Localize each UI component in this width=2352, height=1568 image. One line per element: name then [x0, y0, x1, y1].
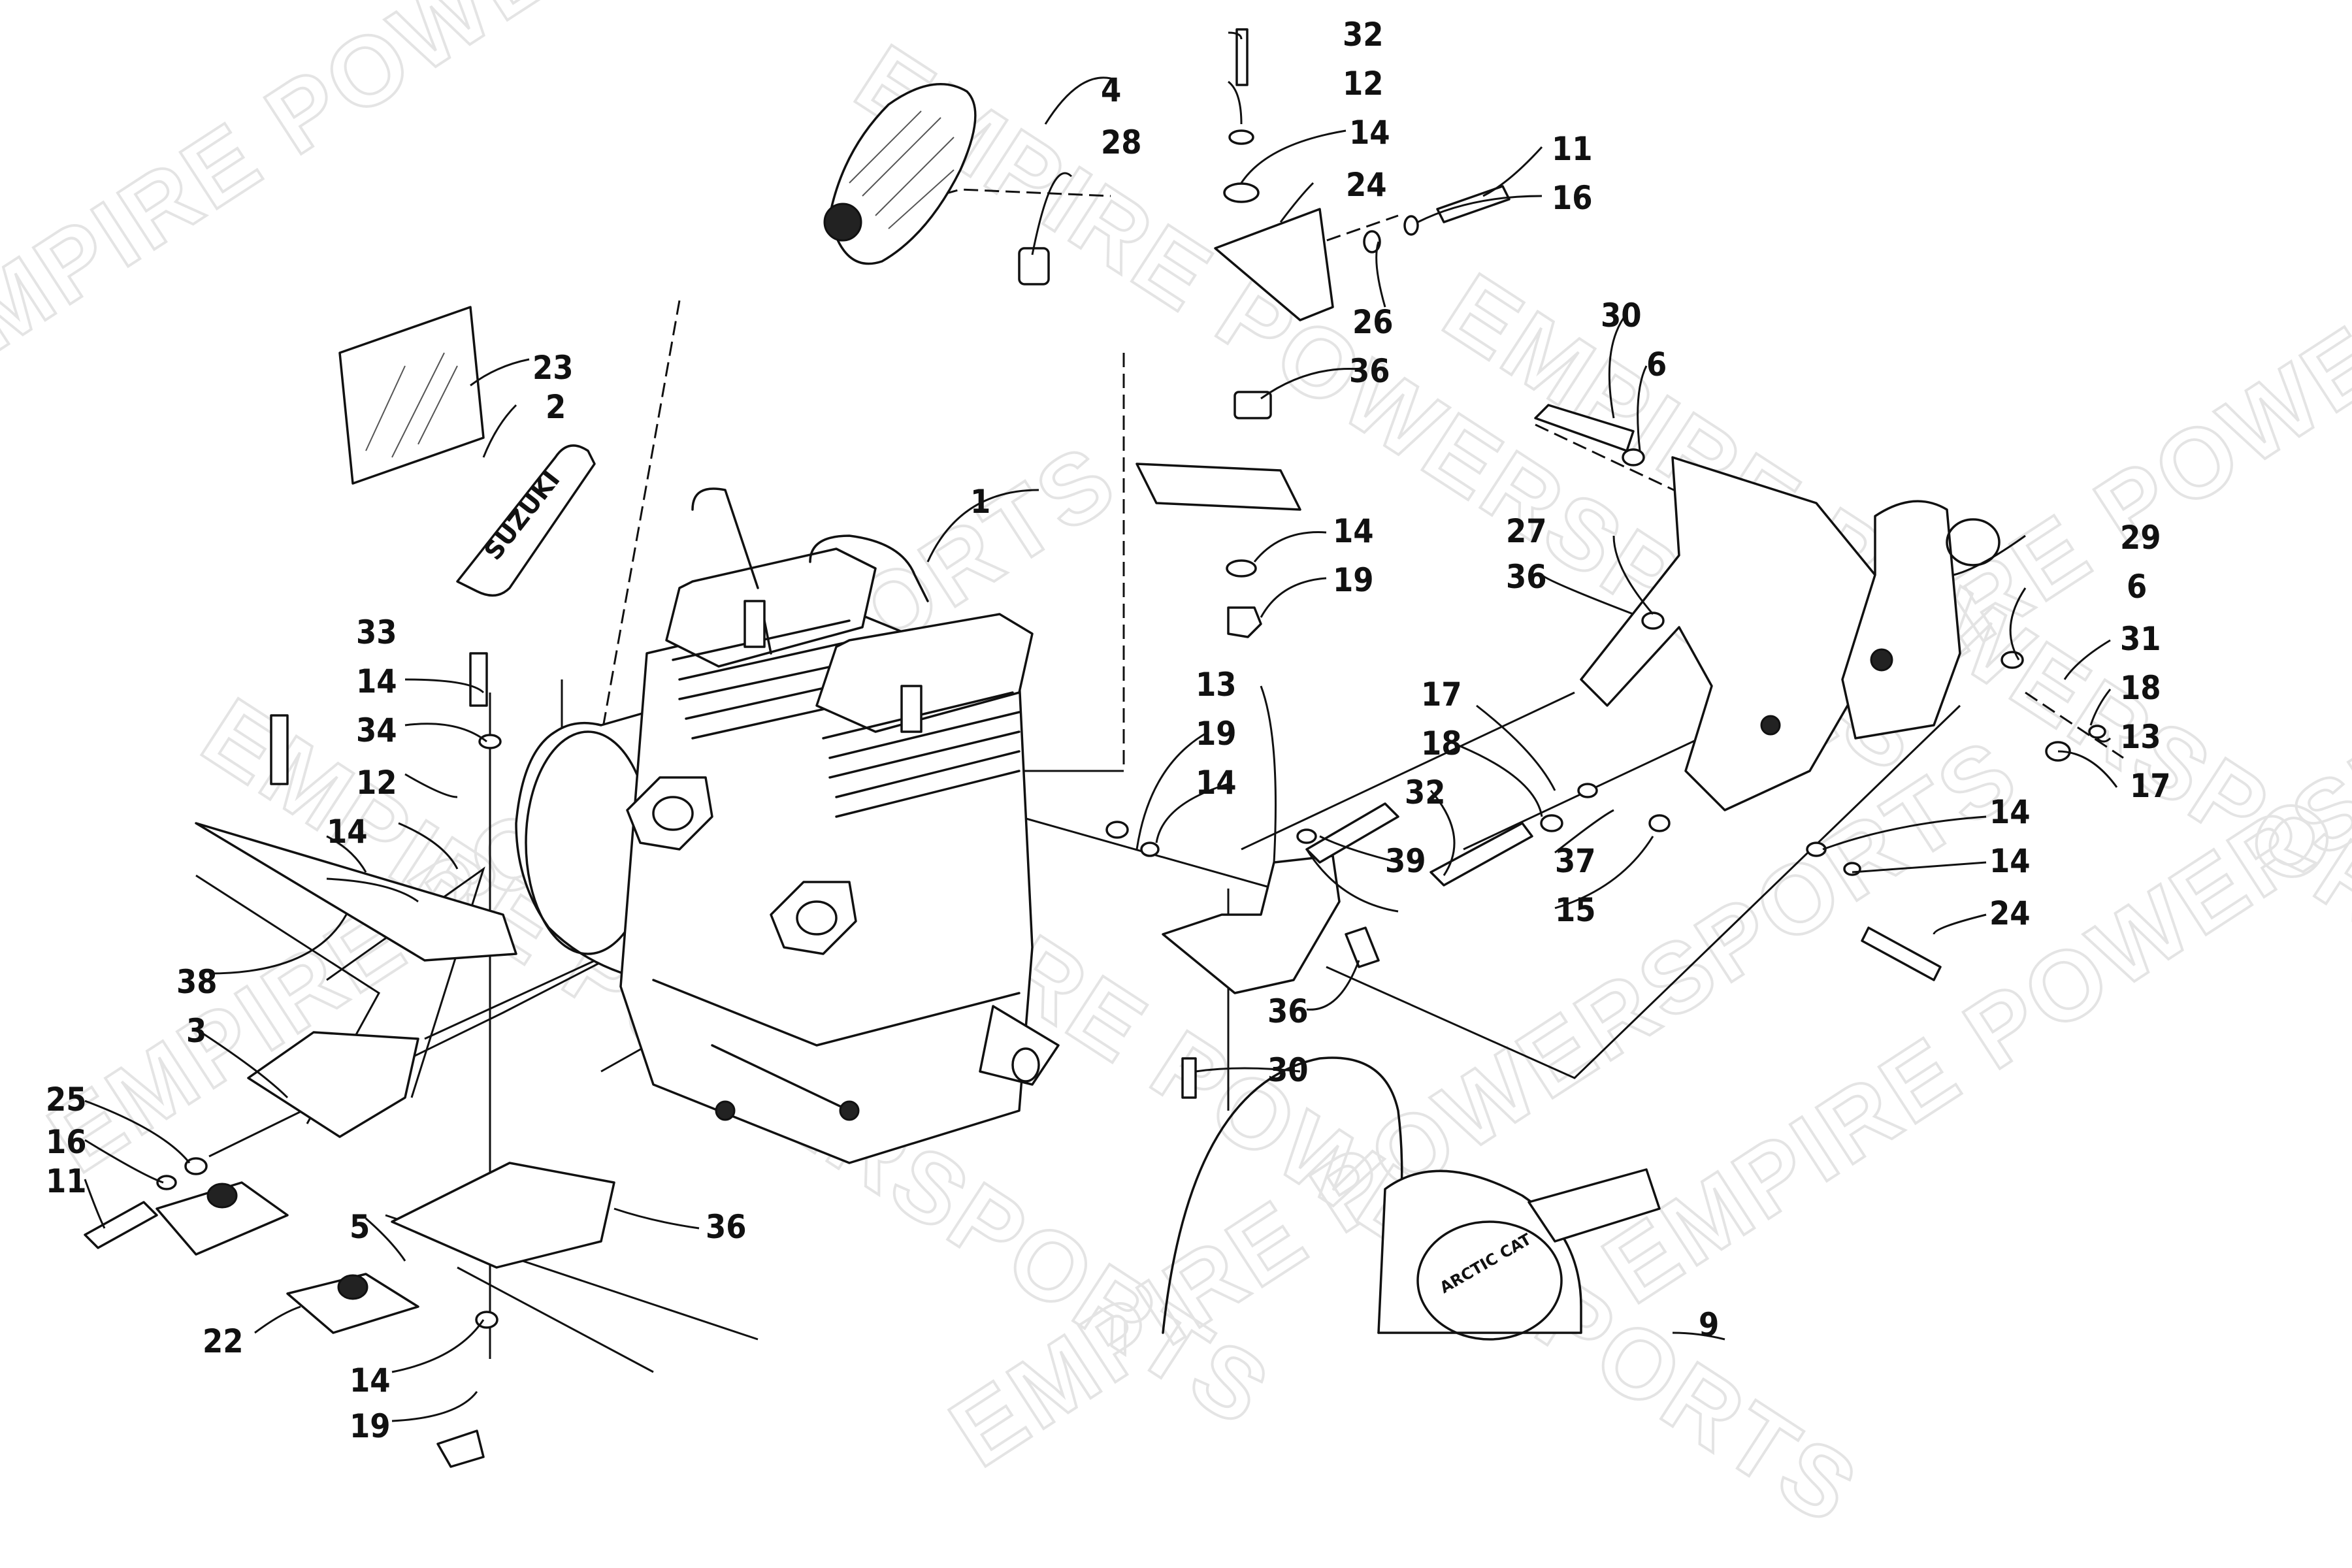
callout-leaders: [84, 31, 2118, 1422]
hardware-top: [1223, 28, 1511, 638]
callout-11: 11: [46, 1162, 87, 1200]
callout-14: 14: [350, 1362, 391, 1399]
callout-4: 4: [1101, 71, 1121, 109]
callout-1: 1: [970, 483, 990, 521]
callout-14: 14: [356, 662, 397, 700]
callout-labels: 32 12 14 24 36 26 11 16 4 28 23 2 1 14 1…: [46, 16, 2171, 1445]
callout-26: 28: [1101, 123, 1142, 161]
part-window-pane: [338, 306, 485, 485]
callout-27: 29: [2120, 519, 2161, 557]
callout-18: 18: [2120, 669, 2161, 707]
callout-12: 12: [356, 764, 397, 802]
callout-14: 14: [327, 813, 368, 851]
callout-34: 36: [1349, 352, 1390, 390]
callout-22: 24: [1989, 894, 2031, 932]
callout-16: 16: [46, 1123, 87, 1161]
callout-20: 22: [203, 1322, 244, 1360]
callout-38: 39: [1385, 842, 1426, 880]
callout-28: 32: [1405, 774, 1446, 811]
callout-24: 25: [46, 1081, 87, 1119]
callout-15: 15: [1555, 891, 1596, 929]
callout-17: 17: [1421, 676, 1462, 713]
part-chaincase-bracket: [1580, 456, 2001, 811]
callout-14: 14: [1333, 512, 1374, 550]
callout-13: 13: [1196, 666, 1237, 704]
callout-18: 18: [1421, 725, 1462, 762]
part-clip: [1018, 247, 1050, 286]
callout-3: 3: [186, 1012, 206, 1050]
callout-36: 37: [1555, 842, 1596, 880]
callout-19: 19: [1196, 715, 1237, 753]
callout-12: 13: [2120, 718, 2161, 756]
callout-33: 34: [356, 711, 397, 749]
callout-17: 17: [2130, 767, 2171, 805]
callout-35: 36: [706, 1208, 747, 1246]
callout-37: 38: [176, 963, 218, 1001]
part-suzuki-decal: SUZUKI: [456, 444, 596, 597]
callout-23: 24: [1346, 166, 1387, 204]
callout-21: 23: [532, 349, 574, 387]
callout-19: 19: [350, 1407, 391, 1445]
callout-16: 16: [1552, 179, 1593, 217]
part-left-mounts: [155, 822, 615, 1334]
callout-25: 27: [1506, 512, 1547, 550]
callout-14: 14: [1989, 793, 2031, 831]
callout-19: 19: [1333, 561, 1374, 599]
callout-14: 14: [1196, 764, 1237, 802]
callout-24: 26: [1352, 303, 1394, 341]
callout-6: 6: [2127, 568, 2147, 606]
callout-5: 5: [350, 1208, 370, 1246]
engine-assembly: [515, 487, 1060, 1164]
callout-12: 12: [1343, 65, 1384, 103]
part-bracket-13: [1162, 855, 1341, 994]
callout-6: 6: [1646, 346, 1667, 384]
callout-9: 9: [1699, 1306, 1719, 1344]
callout-32: 33: [356, 613, 397, 651]
callout-12: 14: [1989, 842, 2031, 880]
callout-14: 14: [1349, 114, 1390, 152]
callout-32: 32: [1343, 16, 1384, 54]
hardware-bolts: [84, 404, 2106, 1468]
callout-11: 11: [1552, 130, 1593, 168]
callout-36: 36: [1506, 558, 1547, 596]
callout-29: 30: [1267, 1051, 1309, 1089]
callout-31: 31: [2120, 620, 2161, 658]
callout-30: 30: [1601, 297, 1642, 335]
callout-2: 2: [546, 388, 566, 426]
part-recoil-cover: [823, 83, 977, 265]
part-drive-clutch: ARCTIC CAT: [1162, 1056, 1661, 1341]
callout-34: 36: [1267, 992, 1309, 1030]
